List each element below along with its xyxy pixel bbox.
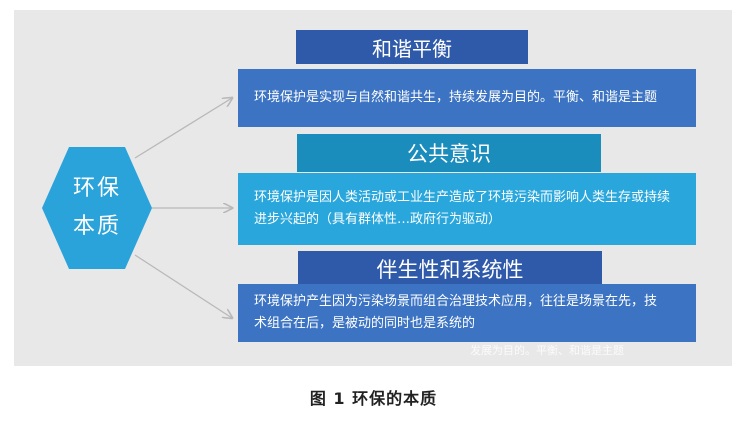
section-content-harmony: 环境保护是实现与自然和谐共生，持续发展为目的。平衡、和谐是主题: [238, 69, 696, 127]
ghost-overlay-text: 发展为目的。平衡、和谐是主题: [470, 344, 624, 357]
arrow-bottom: [134, 254, 232, 318]
figure-caption: 图 1 环保的本质: [309, 389, 438, 408]
center-label-line1: 环保: [72, 176, 121, 201]
section-content-public-awareness: 环境保护是因人类活动或工业生产造成了环境污染而影响人类生存或持续进步兴起的（具有…: [238, 173, 696, 245]
section-content-systemic: 环境保护产生因为污染场景而组合治理技术应用，往往是场景在先，技 术组合在后，是被…: [238, 284, 696, 342]
center-label-line2: 本质: [72, 214, 121, 239]
section-title-systemic: 伴生性和系统性: [298, 251, 602, 287]
center-hexagon: 环保 本质: [42, 147, 152, 269]
arrow-top: [134, 98, 232, 159]
section-title-harmony: 和谐平衡: [296, 30, 528, 64]
section-title-public-awareness: 公共意识: [297, 134, 601, 172]
